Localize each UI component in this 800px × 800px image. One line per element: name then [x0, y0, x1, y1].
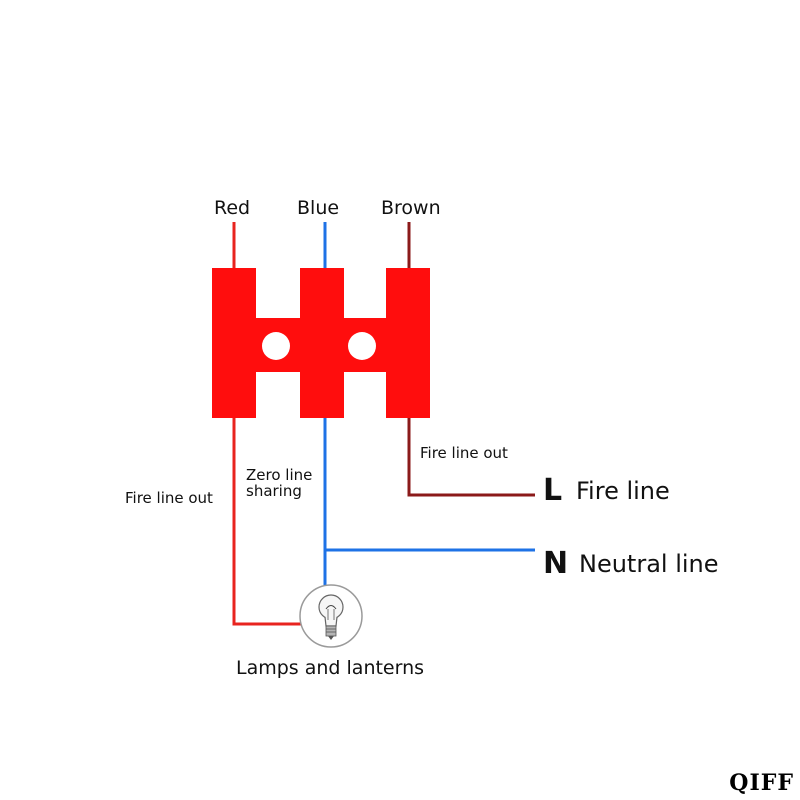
neutral-line-label: Neutral line — [579, 550, 719, 578]
fire-line-out-right-label: Fire line out — [420, 444, 508, 462]
blue-wire-label: Blue — [297, 197, 340, 219]
terminal-block — [212, 268, 430, 418]
neutral-letter-label: N — [543, 546, 569, 581]
brown-fire-line-wire — [407, 418, 535, 497]
zero-line-label: Zero line — [246, 466, 313, 484]
brown-wire-label: Brown — [381, 197, 441, 219]
terminal-screw-hole-left — [262, 332, 290, 360]
watermark-logo: QIFF — [729, 770, 794, 796]
terminal-screw-hole-right — [348, 332, 376, 360]
sharing-label: sharing — [246, 482, 302, 500]
fire-line-out-left-label: Fire line out — [125, 489, 213, 507]
red-fire-line-out-wire — [232, 418, 303, 626]
lamp-label: Lamps and lanterns — [236, 657, 425, 679]
light-bulb-icon — [299, 584, 363, 648]
fire-line-label: Fire line — [576, 477, 670, 505]
red-wire-label: Red — [214, 197, 251, 219]
live-letter-label: L — [543, 473, 563, 508]
